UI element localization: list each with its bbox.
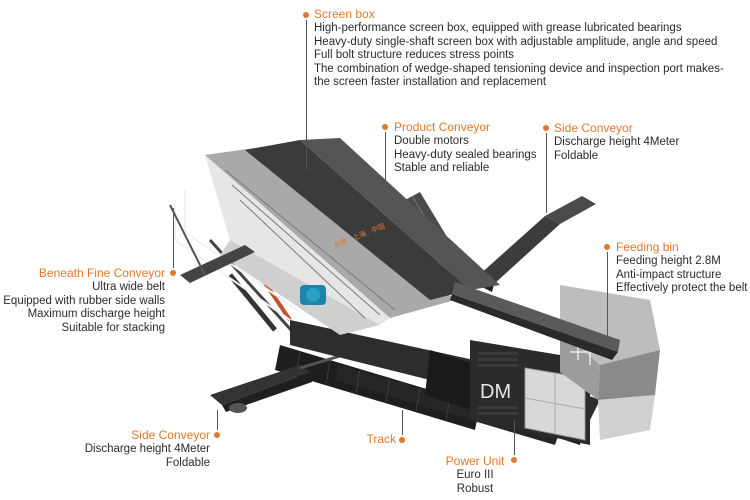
power-unit-leader-line bbox=[514, 420, 515, 455]
power-unit-label: Power Unit Euro III Robust bbox=[440, 454, 510, 496]
side-conveyor-right-marker bbox=[543, 125, 549, 131]
product-conveyor-leader-line bbox=[385, 132, 386, 202]
screen-box-line-4: The combination of wedge-shaped tensioni… bbox=[314, 62, 724, 75]
product-conveyor-label: Product Conveyor Double motors Heavy-dut… bbox=[394, 120, 537, 176]
side-conveyor-right-line-2: Foldable bbox=[554, 149, 599, 162]
product-conveyor-title: Product Conveyor bbox=[394, 120, 491, 134]
motor-illustration bbox=[300, 285, 326, 305]
beneath-fine-conveyor-line-1: Ultra wide belt bbox=[92, 281, 165, 293]
screen-box-line-5: the screen faster installation and repla… bbox=[314, 76, 547, 88]
side-conveyor-left-line-2: Foldable bbox=[165, 456, 210, 469]
product-conveyor-line-2: Heavy-duty sealed bearings bbox=[394, 148, 537, 161]
screen-box-illustration: 东蒙 · 上海 · 中国 bbox=[174, 138, 500, 335]
product-conveyor-line-3: Stable and reliable bbox=[394, 162, 490, 174]
beneath-fine-conveyor-line-4: Suitable for stacking bbox=[61, 321, 165, 334]
screen-box-title: Screen box bbox=[314, 7, 375, 21]
side-conveyor-right-leader-line bbox=[546, 133, 547, 213]
side-conveyor-left-line-1: Discharge height 4Meter bbox=[84, 443, 210, 455]
product-conveyor-line-1: Double motors bbox=[394, 135, 469, 147]
product-conveyor-marker bbox=[382, 124, 388, 130]
beneath-fine-conveyor-leader-line bbox=[173, 208, 174, 268]
feeding-bin-leader-line bbox=[607, 252, 608, 337]
screen-box-line-3: Full bolt structure reduces stress point… bbox=[314, 49, 515, 61]
power-unit-marker bbox=[511, 457, 517, 463]
screen-box-line-1: High-performance screen box, equipped wi… bbox=[314, 22, 682, 34]
feeding-bin-line-1: Feeding height 2.8M bbox=[616, 255, 721, 267]
power-unit-title: Power Unit bbox=[445, 454, 505, 468]
side-conveyor-right-label: Side Conveyor Discharge height 4Meter Fo… bbox=[554, 121, 679, 163]
screen-box-line-2: Heavy-duty single-shaft screen box with … bbox=[314, 35, 718, 48]
beneath-fine-conveyor-marker bbox=[170, 270, 176, 276]
beneath-fine-conveyor-line-3: Maximum discharge height bbox=[27, 308, 165, 320]
feeding-bin-label: Feeding bin Feeding height 2.8M Anti-imp… bbox=[616, 240, 747, 296]
side-conveyor-right-line-1: Discharge height 4Meter bbox=[554, 136, 680, 148]
power-unit-logo: DM bbox=[480, 381, 511, 403]
feeding-bin-line-2: Anti-impact structure bbox=[616, 268, 722, 281]
side-conveyor-left-title: Side Conveyor bbox=[131, 428, 210, 442]
beneath-fine-conveyor-title: Beneath Fine Conveyor bbox=[38, 266, 165, 280]
side-conveyor-left-marker bbox=[214, 432, 220, 438]
main-belt-illustration bbox=[450, 282, 620, 360]
power-unit-line-1: Euro III bbox=[456, 469, 494, 481]
screen-box-label: Screen box High-performance screen box, … bbox=[314, 7, 724, 90]
beneath-fine-conveyor-label: Beneath Fine Conveyor Ultra wide belt Eq… bbox=[3, 266, 165, 335]
side-conveyor-right-illustration bbox=[476, 196, 596, 292]
track-title: Track bbox=[366, 432, 396, 446]
side-conveyor-left-label: Side Conveyor Discharge height 4Meter Fo… bbox=[85, 428, 210, 470]
side-conveyor-left-leader-line bbox=[217, 410, 218, 430]
beneath-fine-conveyor-line-2: Equipped with rubber side walls bbox=[3, 294, 165, 307]
screen-box-marker bbox=[303, 12, 309, 18]
track-marker bbox=[399, 437, 405, 443]
feeding-bin-title: Feeding bin bbox=[616, 240, 679, 254]
power-unit-line-2: Robust bbox=[456, 482, 494, 495]
screen-box-leader-line bbox=[306, 20, 307, 170]
feeding-bin-line-3: Effectively protect the belt bbox=[616, 282, 748, 294]
track-label: Track bbox=[366, 432, 396, 447]
track-leader-line bbox=[402, 410, 403, 435]
side-conveyor-right-title: Side Conveyor bbox=[554, 121, 633, 135]
feeding-bin-marker bbox=[604, 244, 610, 250]
beneath-fine-conveyor-illustration bbox=[169, 204, 255, 283]
